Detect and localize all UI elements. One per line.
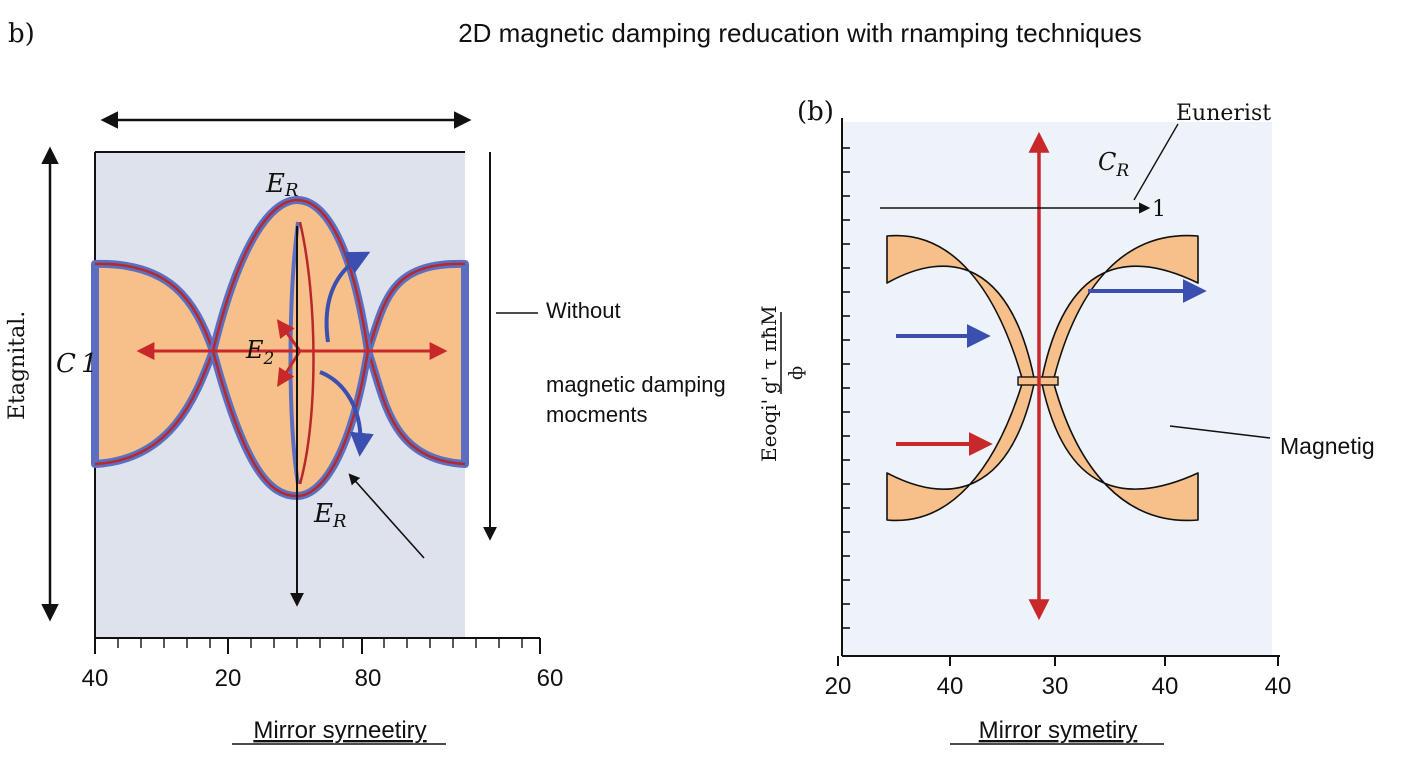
left-x-minor-ticks <box>117 638 523 648</box>
annotation-without: Without <box>546 298 621 323</box>
left-x-tick-label: 60 <box>537 665 564 692</box>
right-x-ticks <box>837 656 1279 666</box>
label-er-top: ER <box>265 169 299 201</box>
curved-blue-arrow-lower <box>319 370 374 457</box>
right-x-tick-label: 30 <box>1042 673 1069 700</box>
curved-blue-arrow-upper <box>324 251 371 343</box>
right-panel-label: (b) <box>797 97 834 127</box>
label-eunerist: Eunerist <box>1176 101 1271 126</box>
left-x-tick-label: 20 <box>215 665 242 692</box>
left-ylabel: Etagnital. <box>5 311 30 420</box>
lens-inner-red-curve <box>298 221 315 485</box>
panel-label-left: b) <box>8 19 35 49</box>
left-x-tick-label: 40 <box>82 665 109 692</box>
right-ylabel-fraction-bottom: ф <box>786 366 807 380</box>
right-y-ticks <box>842 147 850 629</box>
right-panel: (b) Eunerist CR 1 Magnetig Eeoqi' g' τ π… <box>757 97 1375 745</box>
label-cr: CR <box>1098 148 1129 181</box>
left-x-major-ticks <box>94 638 541 654</box>
label-er-bottom: ER <box>313 499 347 532</box>
annotation-mocments: mocments <box>546 402 647 427</box>
figure-title: 2D magnetic damping reducation with rnam… <box>458 18 1142 48</box>
magnetig-leader-line <box>1169 425 1271 439</box>
right-ylabel-main: Eeoqi' <box>757 399 781 462</box>
left-x-tick-label: 80 <box>355 665 382 692</box>
label-e2: E2 <box>245 336 274 369</box>
right-x-tick-label: 40 <box>937 673 964 700</box>
left-panel: ER E2 ER C 1 Etagnital. Without magnetic… <box>5 111 726 745</box>
eunerist-leader-line <box>1133 123 1179 201</box>
right-ylabel-fraction-top: g' τ πħM <box>757 305 781 394</box>
diagonal-pointer-arrow <box>348 473 425 559</box>
left-xlabel: Mirror syrneetiry <box>253 717 426 744</box>
right-x-tick-label: 20 <box>825 673 852 700</box>
right-xlabel: Mirror symetiry <box>979 717 1138 744</box>
right-x-tick-label: 40 <box>1265 673 1292 700</box>
label-c1: C 1 <box>56 349 98 379</box>
lens-inner-blue-curve <box>288 221 300 485</box>
right-x-tick-label: 40 <box>1152 673 1179 700</box>
annotation-magnetic-damping: magnetic damping <box>546 372 726 397</box>
right-ylabel: Eeoqi' g' τ πħM ф <box>757 305 807 462</box>
label-magnetig: Magnetig <box>1280 433 1375 459</box>
label-one: 1 <box>1152 197 1166 222</box>
right-panel-background <box>842 122 1272 656</box>
